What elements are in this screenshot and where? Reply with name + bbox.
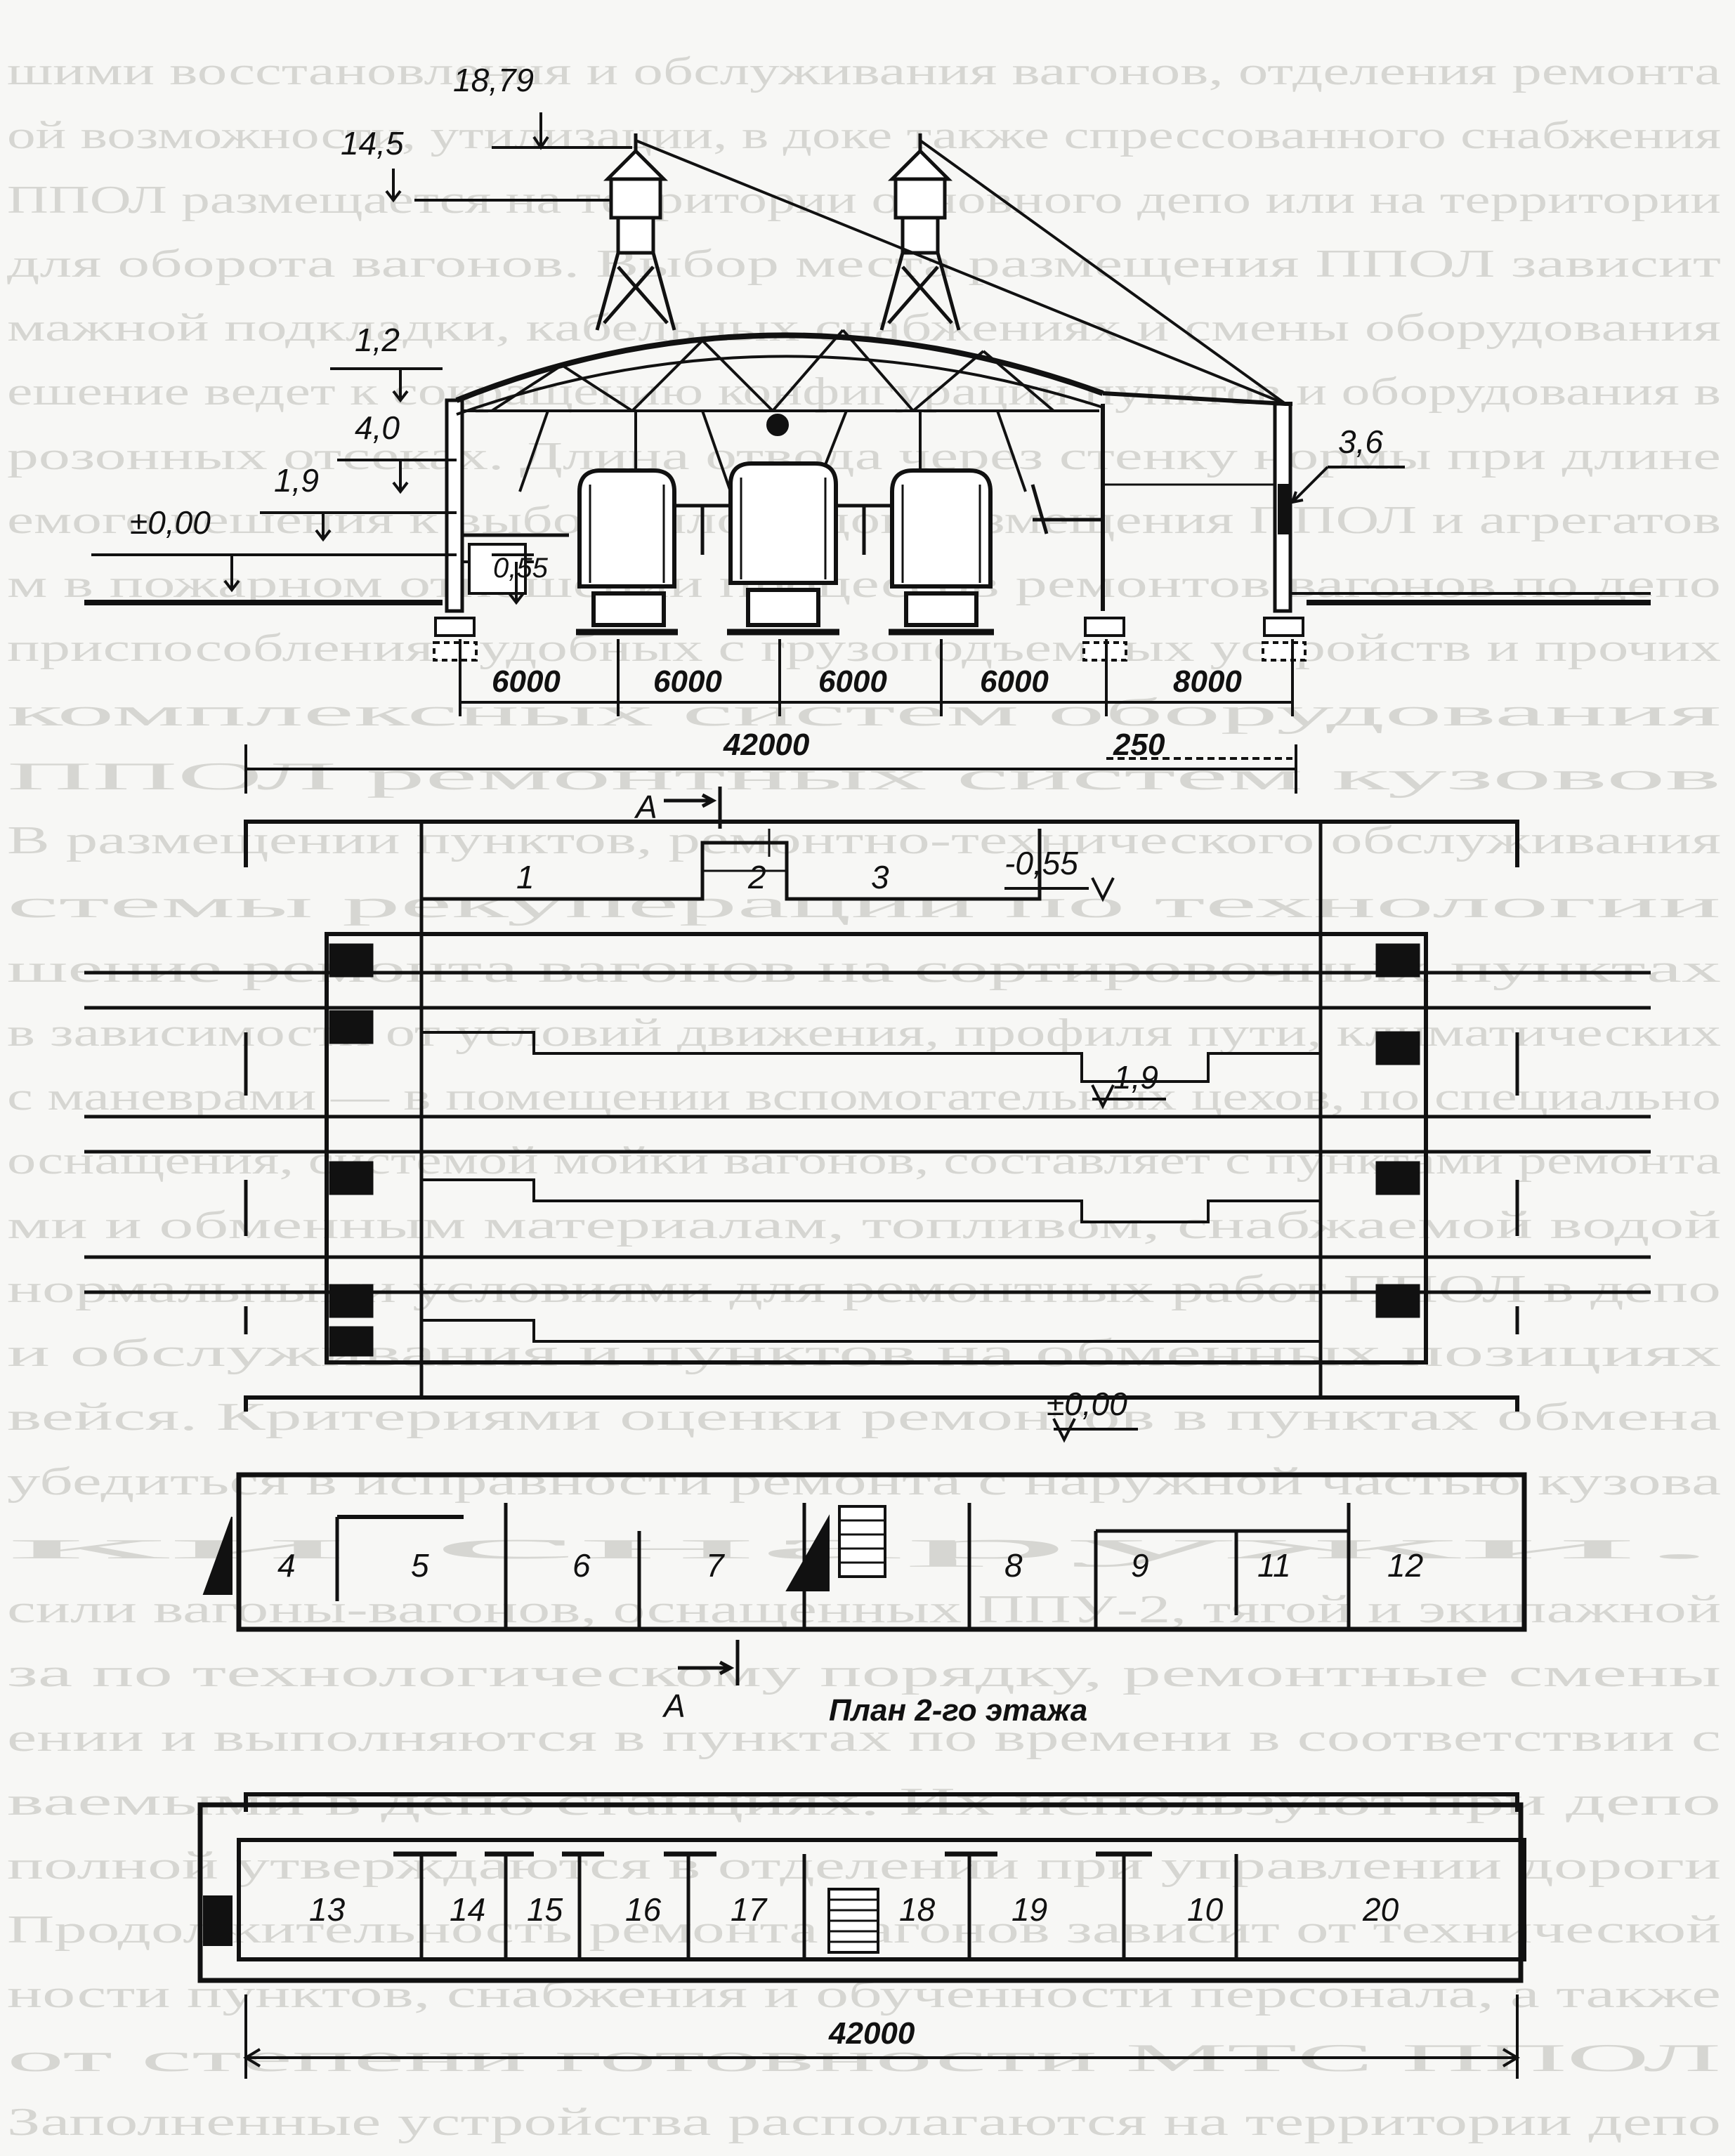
offset-dim-250: 250 (1113, 728, 1165, 762)
wagon-1 (576, 468, 678, 636)
wagon-2 (727, 461, 839, 636)
room-13: 13 (309, 1891, 346, 1928)
room-11: 11 (1257, 1547, 1291, 1584)
cross-section (84, 133, 1651, 662)
room-7: 7 (706, 1547, 725, 1584)
elevation-markers (91, 112, 1405, 605)
background-text-line: шими восстановления и обслуживания вагон… (7, 50, 1721, 93)
stair-room-7 (838, 1505, 886, 1578)
background-text-line: ваемыми в депо станциях. Их используют п… (7, 1780, 1721, 1824)
background-text-line: оснащения, системой мойки вагонов, соста… (7, 1139, 1721, 1183)
background-text-line: нормальными условиями для ремонтных рабо… (7, 1268, 1721, 1311)
room-19: 19 (1011, 1891, 1047, 1928)
room-6: 6 (572, 1547, 591, 1584)
room-17: 17 (731, 1891, 768, 1928)
elevation-1-2: 1,2 (355, 322, 400, 358)
room-12: 12 (1387, 1547, 1423, 1584)
plan-total-width: 42000 (828, 2016, 915, 2051)
background-text-line: убедиться в исправности ремонта с наружн… (7, 1460, 1721, 1504)
cut-mark-a-top: A (634, 789, 657, 825)
background-text-line: мажной подкладки, кабельных снабжениях и… (7, 306, 1721, 350)
span-dim-5: 8000 (1173, 664, 1242, 699)
background-text-line: В размещении пунктов, ремонтно-техническ… (7, 819, 1721, 862)
span-dim-2: 6000 (653, 664, 722, 699)
background-text-line: ППОЛ ремонтных систем кузовов (7, 755, 1721, 798)
hall-stairs-right (1375, 943, 1420, 1318)
first-floor-plan (197, 1792, 1526, 2079)
first-floor-partitions (393, 1851, 1238, 1959)
background-text-line: стемы рекуперации по технологии (7, 883, 1721, 926)
section-dimension-chain (244, 639, 1297, 794)
background-text-line: вейся. Критериями оценки ремонтов в пунк… (7, 1395, 1721, 1439)
background-text-line: ешение ведет к сокращению конфигурации п… (7, 370, 1721, 414)
lantern-tower-left (595, 133, 676, 331)
room-1: 1 (516, 859, 535, 895)
elevation-0-55: 0,55 (493, 553, 549, 584)
repair-hall (325, 932, 1428, 1365)
level-0-00-plan: ±0,00 (1047, 1386, 1127, 1422)
elevation-14-5: 14,5 (341, 125, 404, 162)
room-4: 4 (277, 1547, 296, 1584)
span-dim-4: 6000 (980, 664, 1049, 699)
room-18: 18 (899, 1891, 936, 1928)
room-2: 2 (747, 859, 766, 895)
background-text-line: розонных отсеках. Длина отвода через сте… (7, 435, 1721, 478)
first-floor-outer-wall (197, 1802, 1524, 1983)
background-text-line: ППОЛ размещается на территории основного… (7, 178, 1721, 222)
room-5: 5 (411, 1547, 429, 1584)
total-dim-section: 42000 (723, 728, 810, 762)
background-text-line: ми и обменным материалам, топливом, снаб… (7, 1204, 1721, 1247)
section-dimension-labels: 6000 6000 6000 6000 8000 42000 250 (492, 664, 1242, 762)
second-floor-labels: A A -0,55 1,9 ±0,00 1 2 3 4 5 6 7 8 9 11… (277, 789, 1423, 1728)
second-floor-block (236, 1472, 1527, 1632)
lantern-tower-right (879, 133, 961, 331)
elevation-3-6: 3,6 (1338, 423, 1383, 460)
hall-stairs-left (329, 943, 374, 1357)
elevation-18-79: 18,79 (453, 62, 534, 98)
background-text-line: с маневрами — в помещении вспомогательны… (7, 1075, 1721, 1119)
room-16: 16 (625, 1891, 662, 1928)
room-14: 14 (450, 1891, 485, 1928)
building-wall-left (445, 398, 464, 613)
background-text-line: для оборота вагонов. Выбор места размеще… (7, 242, 1721, 286)
span-dim-3: 6000 (818, 664, 887, 699)
background-text-line: шение ремонта вагонов на сортировочных п… (7, 947, 1721, 991)
elevation-0-00: ±0,00 (130, 504, 211, 541)
background-text-line: и обслуживания и пунктов на обменных поз… (7, 1332, 1721, 1375)
background-text-line: в зависимости от условий движения, профи… (7, 1011, 1721, 1055)
roof-truss (464, 329, 1099, 412)
room-15: 15 (527, 1891, 563, 1928)
room-3: 3 (871, 859, 889, 895)
room-8: 8 (1004, 1547, 1023, 1584)
background-text-block: шими восстановления и обслуживания вагон… (7, 50, 1721, 2144)
background-text-line: комплексных систем оборудования (7, 691, 1721, 735)
section-cut-marks (664, 787, 740, 1685)
elevation-1-9: 1,9 (274, 462, 319, 499)
room-20: 20 (1362, 1891, 1399, 1928)
background-text-line: м в пожарном отношении процессов ремонто… (7, 563, 1721, 606)
level-1-9-plan: 1,9 (1113, 1059, 1158, 1096)
arched-roof (455, 332, 1104, 403)
plan-caption: План 2-го этажа (829, 1693, 1087, 1728)
wagon-3 (889, 468, 994, 636)
background-text-line: сили вагоны-вагонов, оснащенных ППУ-2, т… (7, 1588, 1721, 1631)
background-text-line: приспособлениях удобных с грузоподъемных… (7, 626, 1721, 670)
elevation-labels: 18,79 14,5 1,2 4,0 1,9 ±0,00 3,6 0,55 (130, 62, 1383, 584)
room-10: 10 (1187, 1891, 1224, 1928)
background-text-line: ой возможности, утилизации, в доке также… (7, 114, 1721, 157)
second-floor-plan (84, 787, 1651, 1685)
elevation-4-0: 4,0 (355, 409, 400, 446)
background-text-line: Заполненные устройства располагаются на … (7, 2101, 1721, 2144)
background-text-line: ении и выполняются в пунктах по времени … (7, 1716, 1721, 1760)
room-9: 9 (1131, 1547, 1149, 1584)
cut-mark-a-bottom: A (662, 1688, 686, 1724)
span-dim-1: 6000 (492, 664, 561, 699)
guy-cable (635, 139, 1286, 405)
background-text-line: полной утверждаются в отделении при упра… (7, 1844, 1721, 1888)
level-minus-0-55: -0,55 (1004, 845, 1078, 881)
background-text-line: за по технологическому порядку, ремонтны… (7, 1652, 1721, 1695)
first-floor-labels: 13 14 15 16 17 18 19 10 20 42000 (309, 1891, 1399, 2051)
